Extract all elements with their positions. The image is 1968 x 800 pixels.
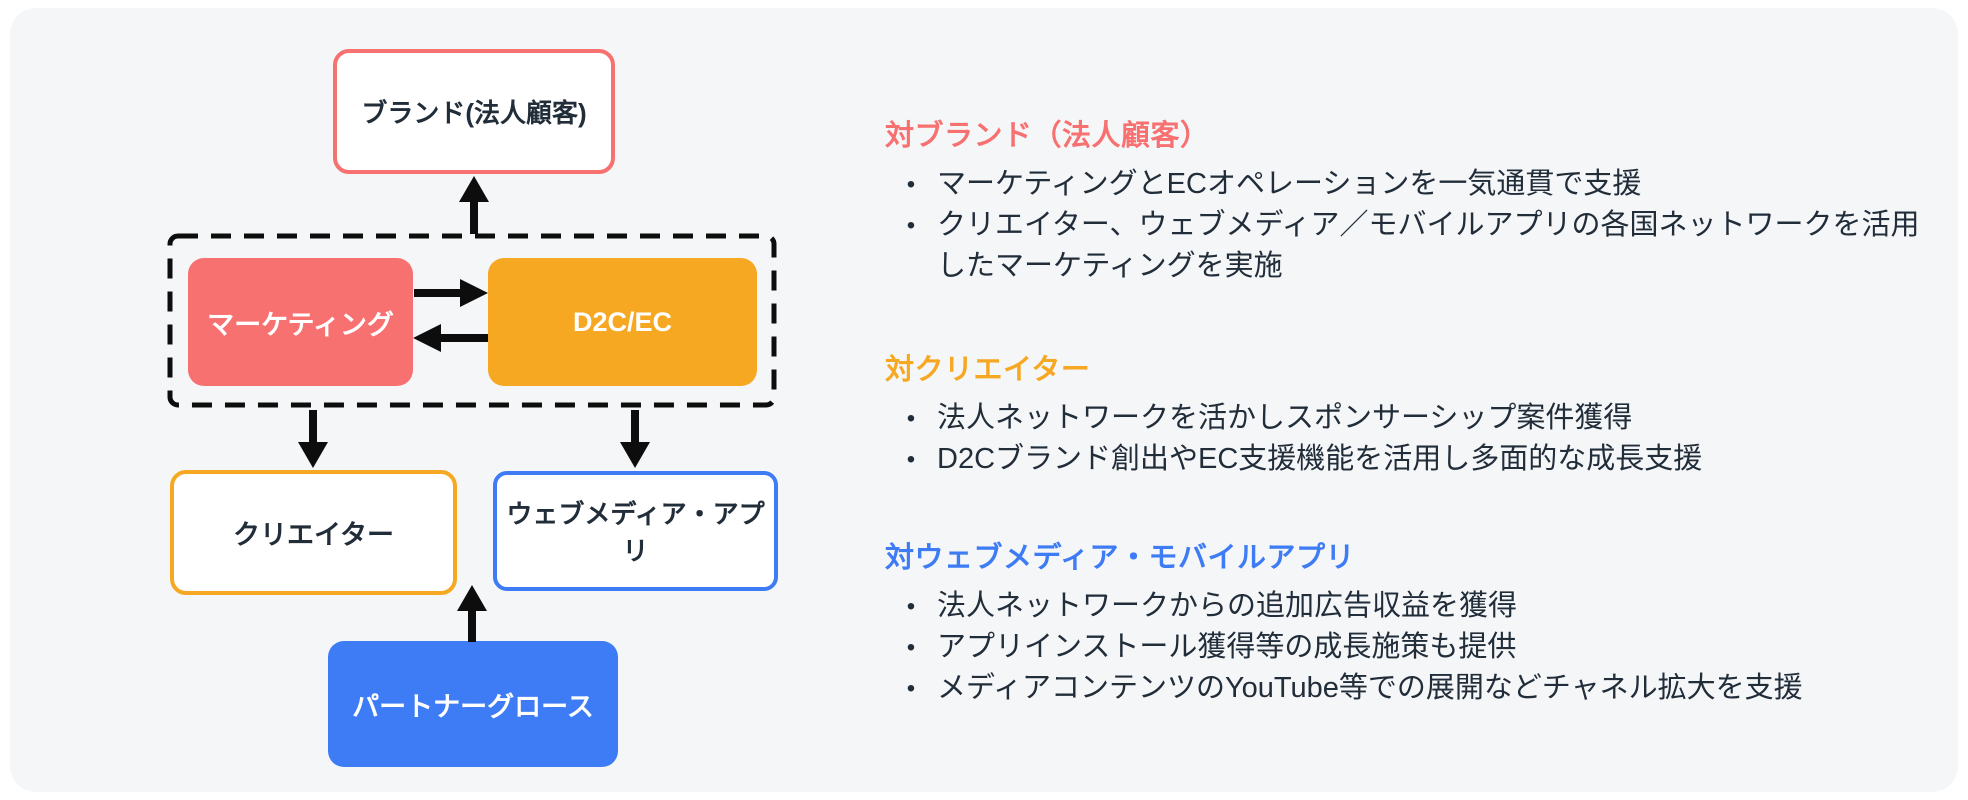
node-marketing: マーケティング <box>188 258 413 386</box>
bullet-text: マーケティングとECオペレーションを一気通貫で支援 <box>937 168 1642 200</box>
node-creator-label: クリエイター <box>233 520 394 550</box>
background-card: ブランド(法人顧客) マーケティング D2C/EC クリエイター ウェブメディア… <box>10 8 1958 792</box>
list-item: • アプリインストール獲得等の成長施策も提供 <box>885 627 1930 668</box>
business-model-diagram: ブランド(法人顧客) マーケティング D2C/EC クリエイター ウェブメディア… <box>10 8 1958 792</box>
arrow-group-to-brand-head <box>459 176 489 202</box>
node-d2c-ec-label: D2C/EC <box>572 306 673 337</box>
node-brand: ブランド(法人顧客) <box>333 49 615 174</box>
section-web-media-list: • 法人ネットワークからの追加広告収益を獲得 • アプリインストール獲得等の成長… <box>885 586 1930 709</box>
section-brand: 対ブランド（法人顧客） • マーケティングとECオペレーションを一気通貫で支援 … <box>885 118 1930 287</box>
arrow-group-to-creator-shaft <box>309 410 317 444</box>
list-item: • D2Cブランド創出やEC支援機能を活用し多面的な成長支援 <box>885 439 1930 480</box>
section-brand-heading: 対ブランド（法人顧客） <box>885 120 1210 152</box>
section-web-media-heading: 対ウェブメディア・モバイルアプリ <box>885 542 1355 574</box>
node-partner-growth: パートナーグロース <box>328 641 618 767</box>
arrow-d2c-to-marketing-shaft <box>439 334 488 342</box>
section-creator: 対クリエイター • 法人ネットワークを活かしスポンサーシップ案件獲得 • D2C… <box>885 352 1930 480</box>
bullet-dot: • <box>906 405 916 432</box>
arrow-partner-up-head <box>457 585 487 611</box>
bullet-text: メディアコンテンツのYouTube等での展開などチャネル拡大を支援 <box>937 672 1803 704</box>
section-creator-list: • 法人ネットワークを活かしスポンサーシップ案件獲得 • D2Cブランド創出やE… <box>885 398 1930 480</box>
node-web-media-app: ウェブメディア・アプリ <box>493 471 778 591</box>
arrow-marketing-to-d2c-head <box>460 279 488 307</box>
list-item: • 法人ネットワークからの追加広告収益を獲得 <box>885 586 1930 627</box>
bullet-dot: • <box>906 593 916 620</box>
bullet-dot: • <box>906 212 916 239</box>
bullet-text: D2Cブランド創出やEC支援機能を活用し多面的な成長支援 <box>937 443 1703 475</box>
section-brand-list: • マーケティングとECオペレーションを一気通貫で支援 • クリエイター、ウェブ… <box>885 164 1930 287</box>
list-item: • マーケティングとECオペレーションを一気通貫で支援 <box>885 164 1930 205</box>
bullet-text: アプリインストール獲得等の成長施策も提供 <box>937 631 1517 663</box>
arrow-marketing-to-d2c-shaft <box>414 289 462 297</box>
arrow-partner-up-shaft <box>468 609 476 642</box>
list-item: • クリエイター、ウェブメディア／モバイルアプリの各国ネットワークを活用したマー… <box>885 205 1930 287</box>
node-creator: クリエイター <box>170 470 457 595</box>
bullet-text: 法人ネットワークからの追加広告収益を獲得 <box>937 590 1518 622</box>
bullet-dot: • <box>906 171 916 198</box>
arrow-group-to-creator-head <box>298 442 328 468</box>
bullet-text: クリエイター、ウェブメディア／モバイルアプリの各国ネットワークを活用したマーケテ… <box>937 209 1920 282</box>
section-web-media: 対ウェブメディア・モバイルアプリ • 法人ネットワークからの追加広告収益を獲得 … <box>885 540 1930 709</box>
arrow-group-to-brand-shaft <box>470 200 478 234</box>
list-item: • メディアコンテンツのYouTube等での展開などチャネル拡大を支援 <box>885 668 1930 709</box>
list-item: • 法人ネットワークを活かしスポンサーシップ案件獲得 <box>885 398 1930 439</box>
bullet-dot: • <box>906 446 916 473</box>
node-brand-label: ブランド(法人顧客) <box>361 98 587 128</box>
bullet-text: 法人ネットワークを活かしスポンサーシップ案件獲得 <box>937 402 1633 434</box>
node-d2c-ec: D2C/EC <box>488 258 757 386</box>
node-web-media-app-label: ウェブメディア・アプリ <box>506 499 765 566</box>
dashed-group-border <box>167 233 777 408</box>
node-marketing-label: マーケティング <box>207 309 394 340</box>
arrow-d2c-to-marketing-head <box>413 324 441 352</box>
arrow-group-to-webmedia-head <box>620 442 650 468</box>
bullet-dot: • <box>906 675 916 702</box>
bullet-dot: • <box>906 634 916 661</box>
node-partner-growth-label: パートナーグロース <box>352 691 594 722</box>
section-creator-heading: 対クリエイター <box>885 354 1091 386</box>
arrow-group-to-webmedia-shaft <box>631 410 639 444</box>
